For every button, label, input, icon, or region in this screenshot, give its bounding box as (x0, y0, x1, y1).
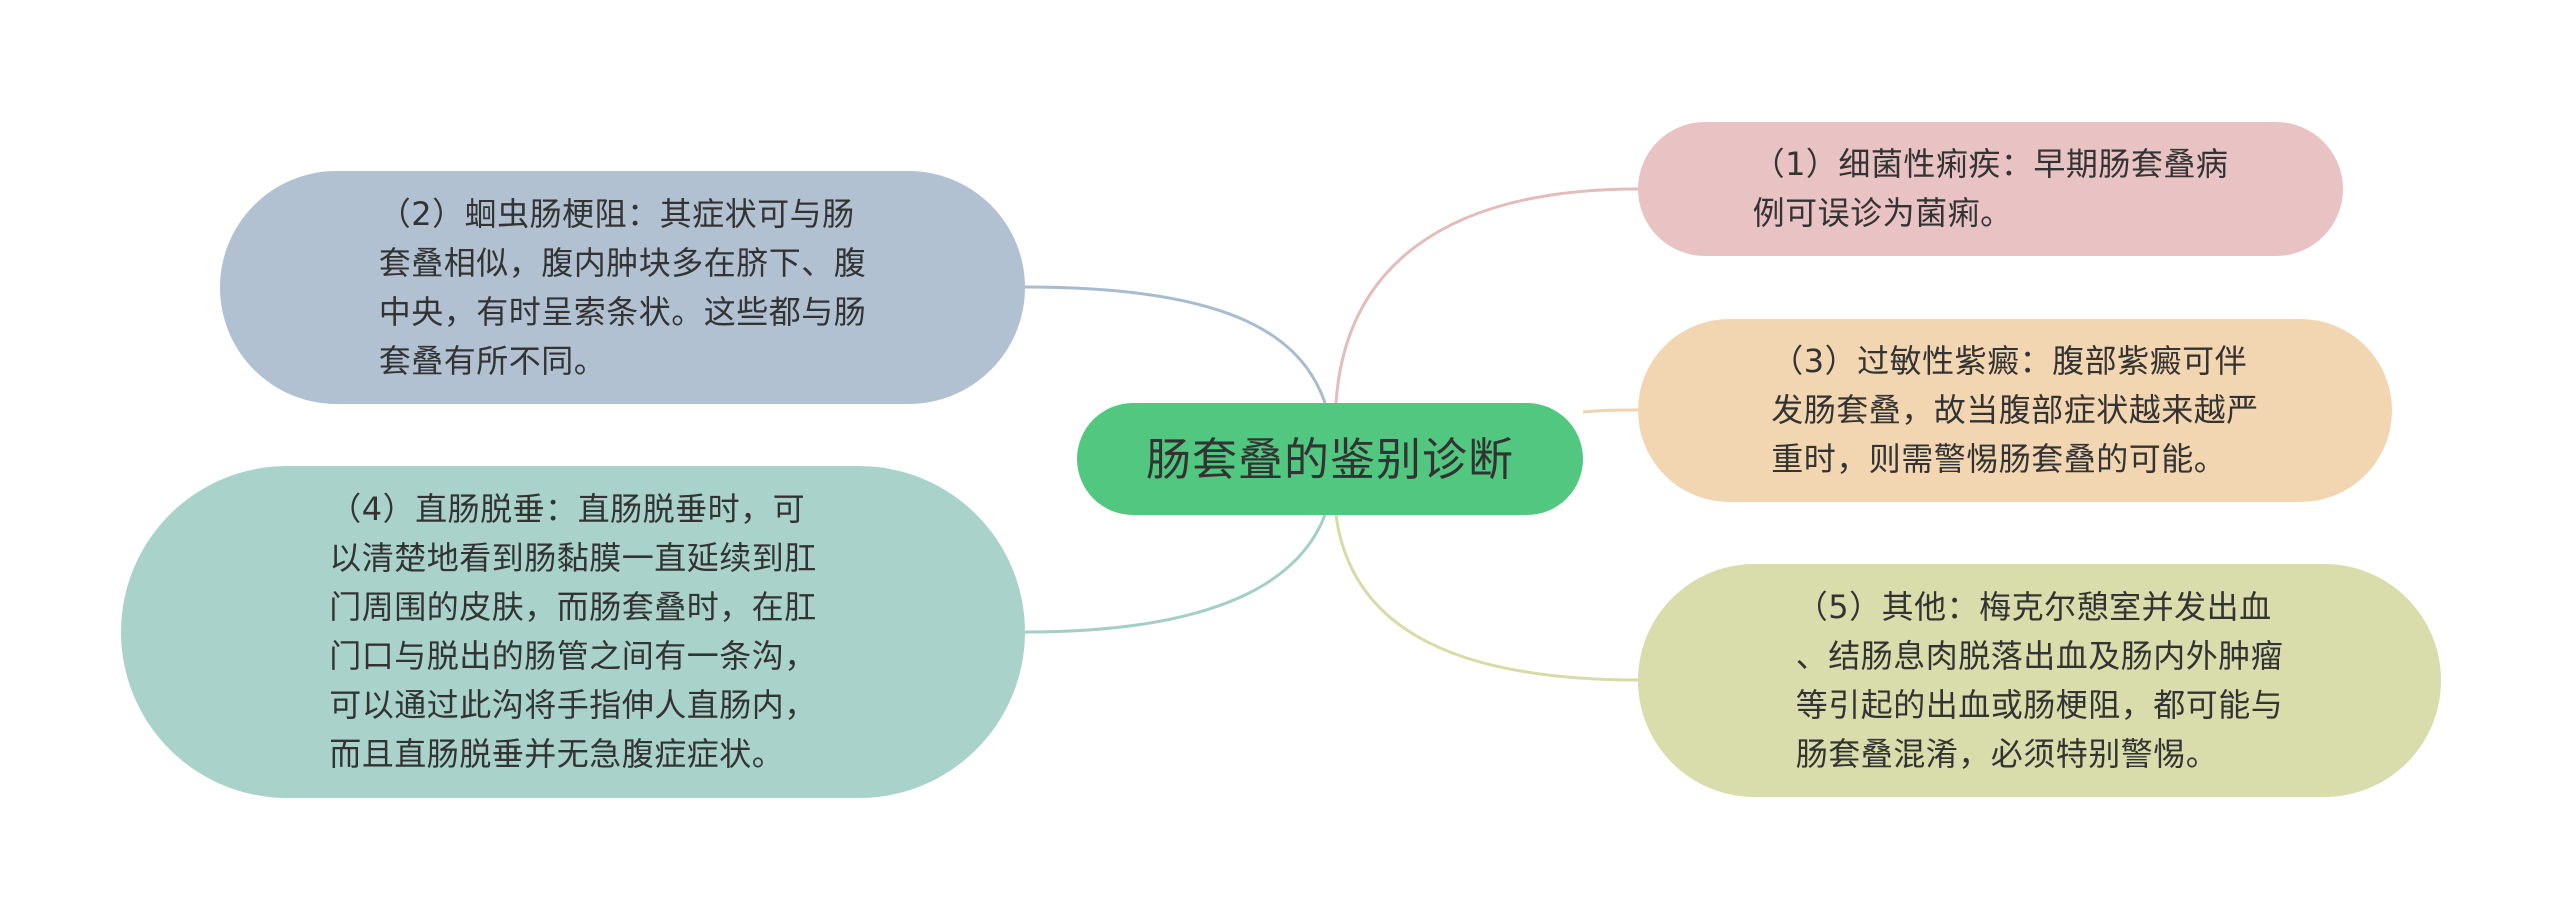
branch-node-text: （5）其他：梅克尔憩室并发出血 、结肠息肉脱落出血及肠内外肿瘤 等引起的出血或肠… (1795, 587, 2284, 773)
branch-node-text: （1）细菌性痢疾：早期肠套叠病 例可误诊为菌痢。 (1752, 145, 2229, 232)
central-topic-label: 肠套叠的鉴别诊断 (1145, 432, 1514, 486)
branch-node-text: （2）蛔虫肠梗阻：其症状可与肠 套叠相似，腹内肿块多在脐下、腹 中央，有时呈索条… (378, 194, 867, 380)
branch-node-ascaris-obstruction[interactable]: （2）蛔虫肠梗阻：其症状可与肠 套叠相似，腹内肿块多在脐下、腹 中央，有时呈索条… (220, 171, 1025, 404)
connector-n4 (1024, 514, 1327, 634)
central-topic[interactable]: 肠套叠的鉴别诊断 (1077, 403, 1583, 515)
branch-node-bacillary-dysentery[interactable]: （1）细菌性痢疾：早期肠套叠病 例可误诊为菌痢。 (1638, 122, 2343, 256)
branch-node-rectal-prolapse[interactable]: （4）直肠脱垂：直肠脱垂时，可 以清楚地看到肠黏膜一直延续到肛 门周围的皮肤，而… (121, 466, 1025, 798)
connector-n5 (1334, 514, 1639, 682)
branch-node-other[interactable]: （5）其他：梅克尔憩室并发出血 、结肠息肉脱落出血及肠内外肿瘤 等引起的出血或肠… (1638, 564, 2441, 797)
branch-node-text: （4）直肠脱垂：直肠脱垂时，可 以清楚地看到肠黏膜一直延续到肛 门周围的皮肤，而… (329, 490, 817, 773)
connector-n2 (1024, 285, 1327, 404)
branch-node-text: （3）过敏性紫癜：腹部紫癜可伴 发肠套叠，故当腹部症状越来越严 重时，则需警惕肠… (1771, 342, 2259, 478)
connector-n3 (1582, 408, 1639, 414)
branch-node-allergic-purpura[interactable]: （3）过敏性紫癜：腹部紫癜可伴 发肠套叠，故当腹部症状越来越严 重时，则需警惕肠… (1638, 319, 2392, 502)
connector-n1 (1334, 187, 1639, 404)
